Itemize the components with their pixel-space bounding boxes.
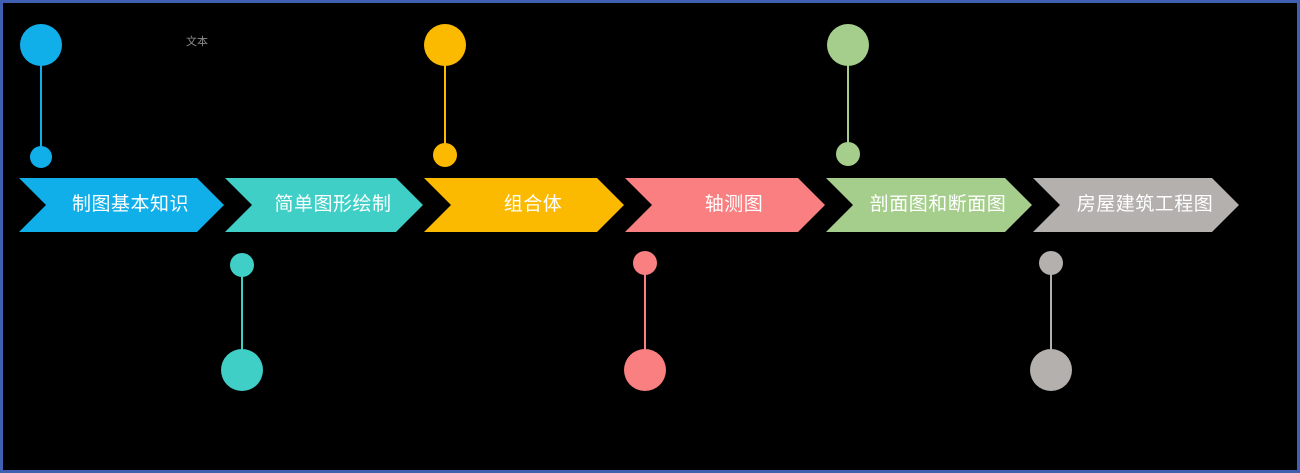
process-step-label: 轴测图	[704, 194, 764, 215]
marker-stem	[847, 45, 849, 154]
process-step-label: 组合体	[503, 194, 563, 215]
marker-dot-large[interactable]	[20, 24, 62, 66]
process-step-6[interactable]: 房屋建筑工程图	[1033, 178, 1239, 232]
process-step-2[interactable]: 简单图形绘制	[225, 178, 423, 232]
marker-dot-small[interactable]	[1039, 251, 1063, 275]
process-step-1[interactable]: 制图基本知识	[19, 178, 224, 232]
marker-dot-large[interactable]	[221, 349, 263, 391]
marker-stem	[1050, 263, 1052, 370]
process-step-label: 简单图形绘制	[274, 194, 392, 215]
process-step-label: 房屋建筑工程图	[1076, 194, 1214, 215]
text-caption[interactable]: 文本	[186, 36, 208, 48]
marker-dot-large[interactable]	[424, 24, 466, 66]
marker-dot-small[interactable]	[836, 142, 860, 166]
marker-dot-small[interactable]	[30, 146, 52, 168]
marker-dot-small[interactable]	[633, 251, 657, 275]
marker-dot-small[interactable]	[433, 143, 457, 167]
process-step-4[interactable]: 轴测图	[625, 178, 825, 232]
marker-dot-small[interactable]	[230, 253, 254, 277]
process-step-3[interactable]: 组合体	[424, 178, 624, 232]
process-step-label: 剖面图和断面图	[869, 194, 1007, 215]
marker-dot-large[interactable]	[1030, 349, 1072, 391]
marker-stem	[40, 45, 42, 157]
marker-stem	[444, 45, 446, 155]
process-step-label: 制图基本知识	[71, 194, 189, 215]
process-step-5[interactable]: 剖面图和断面图	[826, 178, 1032, 232]
marker-stem	[241, 265, 243, 370]
marker-dot-large[interactable]	[827, 24, 869, 66]
marker-dot-large[interactable]	[624, 349, 666, 391]
process-chevron-band: 制图基本知识 简单图形绘制 组合体 轴测图 剖面图和断面图 房屋建筑工程图	[3, 178, 1300, 232]
marker-stem	[644, 263, 646, 370]
